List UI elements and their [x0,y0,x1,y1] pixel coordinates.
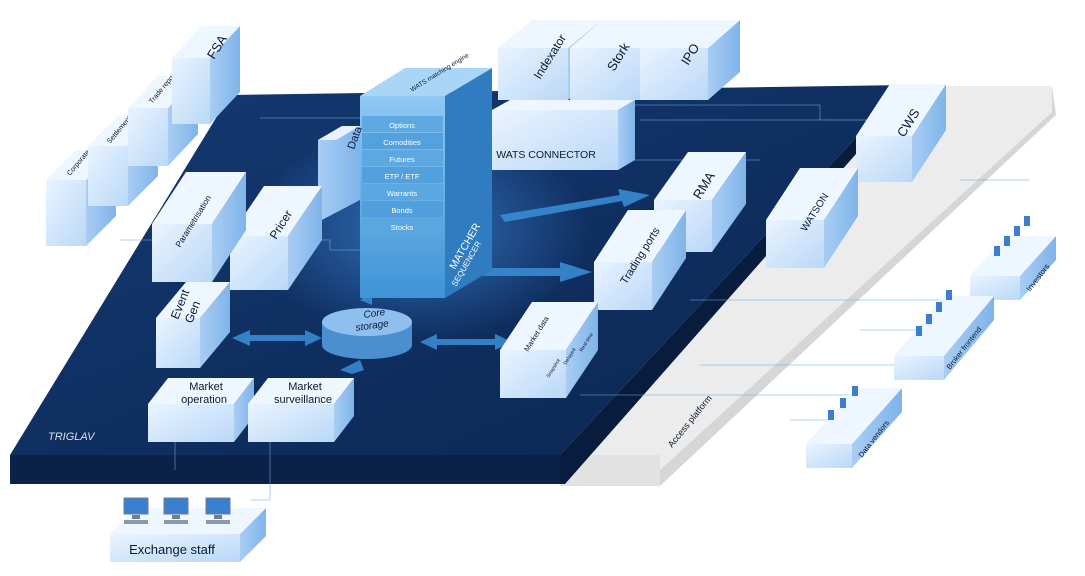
segment-comodities: Comodities [383,138,421,147]
data-vendors-group: Data vendors [806,386,902,468]
computer-icon [994,216,1030,256]
market-operation-label-1: Market [189,381,223,393]
computer-icon [123,497,231,524]
core-storage: Core storage [322,307,412,359]
segment-stocks: Stocks [391,223,414,232]
trading-ports-box: Trading ports [594,210,686,310]
platform-name: TRIGLAV [48,431,96,443]
watson-box: WATSON [766,168,858,268]
matcher-tower: Options Comodities Futures ETP / ETF War… [360,52,492,298]
investors-group: Investors [970,216,1056,300]
segment-options: Options [389,121,415,130]
market-surveillance-label-2: surveillance [274,394,332,406]
event-gen-box: Event Gen [156,282,230,368]
computer-icon [828,386,858,420]
datahub-box: Data [318,124,365,222]
market-surveillance-box: Market surveillance [248,378,354,442]
access-platform: Access platform [560,86,1056,486]
segment-warrants: Warrants [387,189,417,198]
market-operation-box: Market operation [148,378,254,442]
core-label-1: Core [363,307,386,321]
segment-futures: Futures [389,155,415,164]
computer-icon [916,290,952,336]
core-label-2: storage [355,318,390,334]
parametrisation-box: Parametrisation [152,172,246,282]
matcher-segments: Options Comodities Futures ETP / ETF War… [362,116,443,234]
pricer-box: Pricer [230,186,322,290]
market-data-box: Market data Snapshot Delayed Real time [500,302,598,398]
exchange-staff-label: Exchange staff [129,542,215,557]
segment-bonds: Bonds [391,206,413,215]
wats-connector-label: WATS CONNECTOR [496,149,596,161]
market-operation-label-2: operation [181,394,227,406]
segment-etp-etf: ETP / ETF [385,172,420,181]
exchange-staff-group: Exchange staff [110,497,266,562]
fsa-box: FSA [172,26,240,124]
ipo-box: IPO [640,20,740,100]
flow-arrows [232,189,650,374]
cws-box: CWS [856,84,946,182]
wats-connector-box: WATS CONNECTOR [492,100,635,170]
broker-frontend-group: Broker frontend [894,290,994,380]
market-surveillance-label-1: Market [288,381,322,393]
